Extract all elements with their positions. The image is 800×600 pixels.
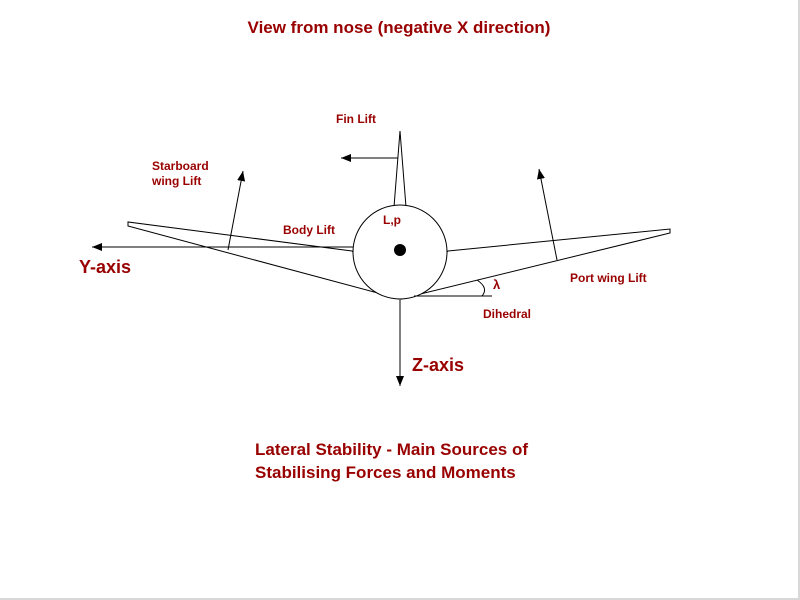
port-wing-lift-arrow — [537, 168, 558, 261]
dihedral-label: Dihedral — [483, 307, 532, 321]
diagram-title: View from nose (negative X direction) — [247, 18, 551, 37]
fin-lift-label: Fin Lift — [336, 112, 376, 126]
caption-line-1: Lateral Stability - Main Sources of — [255, 440, 529, 459]
fin-outline — [393, 130, 407, 208]
starboard-wing-lift-arrow — [227, 170, 246, 251]
y-axis-label: Y-axis — [79, 257, 132, 277]
z-axis-label: Z-axis — [412, 355, 465, 375]
dihedral-angle-arc — [476, 279, 486, 297]
dihedral-angle-symbol: λ — [493, 277, 501, 292]
rolling-moment-label: L,p — [383, 213, 401, 227]
caption-line-2: Stabilising Forces and Moments — [255, 463, 516, 482]
body-lift-label: Body Lift — [283, 223, 335, 237]
diagram-caption: Lateral Stability - Main Sources of Stab… — [255, 438, 528, 484]
starboard-wing-lift-label: Starboard wing Lift — [152, 159, 209, 188]
port-wing-lift-label: Port wing Lift — [570, 271, 647, 285]
cg-dot — [394, 244, 406, 256]
